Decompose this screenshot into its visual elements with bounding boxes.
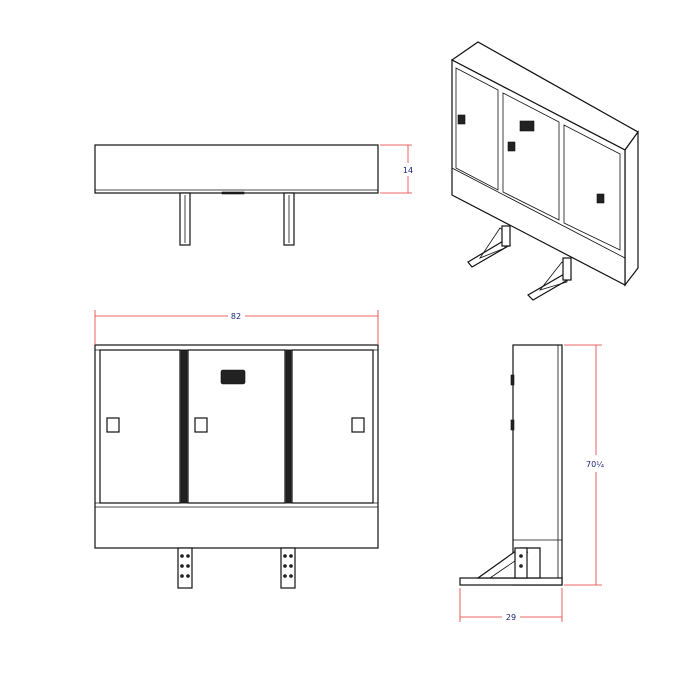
isometric-view [450,41,639,301]
latch-right [351,417,365,433]
front-foot-left [177,547,193,589]
dimension-depth-top: 14 [380,144,413,194]
iso-leg-right [527,257,572,301]
iso-door-middle [502,92,560,221]
latch-middle [194,417,208,433]
dimension-height: 70¼ [564,344,604,586]
iso-side-face [624,130,639,287]
iso-bottom-panel-line [451,167,626,259]
dimension-width: 82 [94,310,379,345]
latch-left [106,417,120,433]
iso-door-left [455,67,499,191]
dimension-label-82: 82 [231,312,241,321]
iso-leg-left [467,225,511,268]
front-foot-right [280,547,296,589]
front-view [94,344,379,589]
dimension-depth-side: 29 [459,588,563,622]
iso-logo-plate [519,120,535,132]
side-view [459,344,563,586]
dimension-label-14: 14 [403,166,413,175]
side-gusset [476,547,541,579]
side-base-plate [459,577,563,586]
iso-front-face [451,59,626,286]
top-view-body [94,144,379,194]
iso-door-right [563,124,621,251]
iso-latch-middle [507,141,516,152]
dimension-label-70: 70¼ [586,460,604,469]
logo-plate [220,369,246,385]
iso-latch-left [457,114,466,125]
side-view-body [512,344,563,586]
top-view [94,144,379,246]
iso-latch-right [596,193,605,204]
dimension-label-29: 29 [506,613,516,622]
